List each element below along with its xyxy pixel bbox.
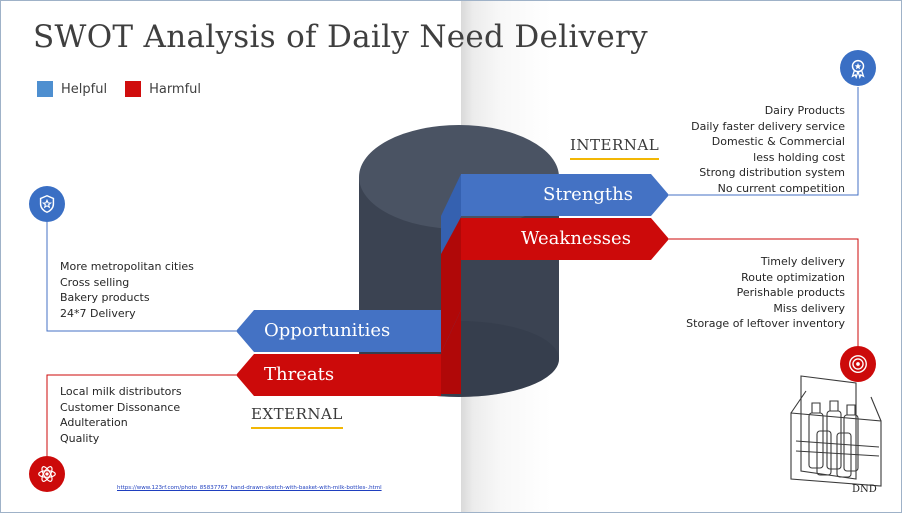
list-item: Route optimization bbox=[686, 270, 845, 286]
opportunities-title: Opportunities bbox=[264, 320, 390, 341]
shield-star-icon bbox=[29, 186, 65, 222]
atom-icon bbox=[29, 456, 65, 492]
award-badge-icon bbox=[840, 50, 876, 86]
list-item: Bakery products bbox=[60, 290, 194, 306]
list-item: Perishable products bbox=[686, 285, 845, 301]
image-source-link[interactable]: https://www.123rf.com/photo_85837767_han… bbox=[117, 485, 382, 491]
strengths-list: Dairy Products Daily faster delivery ser… bbox=[691, 103, 845, 197]
list-item: Domestic & Commercial bbox=[691, 134, 845, 150]
list-item: Daily faster delivery service bbox=[691, 119, 845, 135]
opportunities-list: More metropolitan cities Cross selling B… bbox=[60, 259, 194, 321]
list-item: Cross selling bbox=[60, 275, 194, 291]
weaknesses-title: Weaknesses bbox=[521, 228, 631, 249]
list-item: Dairy Products bbox=[691, 103, 845, 119]
target-icon bbox=[840, 346, 876, 382]
list-item: More metropolitan cities bbox=[60, 259, 194, 275]
list-item: Miss delivery bbox=[686, 301, 845, 317]
list-item: 24*7 Delivery bbox=[60, 306, 194, 322]
external-label: EXTERNAL bbox=[251, 405, 343, 429]
list-item: Storage of leftover inventory bbox=[686, 316, 845, 332]
list-item: Timely delivery bbox=[686, 254, 845, 270]
list-item: less holding cost bbox=[691, 150, 845, 166]
threats-list: Local milk distributors Customer Dissona… bbox=[60, 384, 182, 446]
milk-basket-illustration bbox=[791, 376, 881, 486]
list-item: No current competition bbox=[691, 181, 845, 197]
internal-label: INTERNAL bbox=[570, 136, 659, 160]
list-item: Strong distribution system bbox=[691, 165, 845, 181]
list-item: Customer Dissonance bbox=[60, 400, 182, 416]
threats-title: Threats bbox=[264, 364, 334, 385]
strengths-title: Strengths bbox=[543, 184, 633, 205]
list-item: Quality bbox=[60, 431, 182, 447]
list-item: Local milk distributors bbox=[60, 384, 182, 400]
list-item: Adulteration bbox=[60, 415, 182, 431]
dnd-logo-text: DND bbox=[852, 484, 877, 495]
weaknesses-list: Timely delivery Route optimization Peris… bbox=[686, 254, 845, 332]
